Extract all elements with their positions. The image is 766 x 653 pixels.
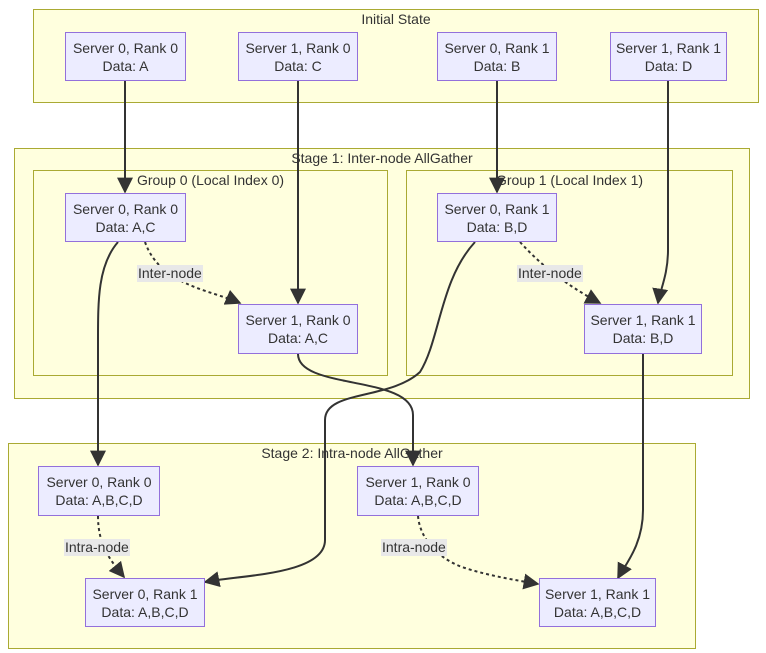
cluster-title: Stage 2: Intra-node AllGather	[261, 445, 443, 461]
node-initial-server1-rank0: Server 1, Rank 0 Data: C	[238, 32, 358, 81]
node-data: Data: B	[473, 57, 521, 74]
edge-g0-s0r0-to-f-s0r0	[90, 241, 119, 467]
cluster-title: Group 0 (Local Index 0)	[136, 172, 285, 188]
node-data: Data: C	[274, 57, 322, 74]
node-data: Data: A,B,C,D	[101, 603, 189, 620]
node-name: Server 1, Rank 0	[245, 312, 351, 328]
node-data: Data: B,D	[612, 330, 674, 346]
node-name: Server 0, Rank 0	[72, 200, 179, 217]
node-name: Server 1, Rank 1	[590, 312, 696, 328]
node-name: Server 1, Rank 1	[544, 585, 651, 602]
node-data: Data: A,B,C,D	[55, 492, 143, 508]
node-data: Data: A,C	[95, 218, 156, 235]
node-final-server0-rank0: Server 0, Rank 0 Data: A,B,C,D	[38, 466, 160, 516]
node-group1-server0-rank1: Server 0, Rank 1 Data: B,D	[437, 193, 557, 242]
node-final-server0-rank1: Server 0, Rank 1 Data: A,B,C,D	[85, 578, 205, 627]
node-name: Server 0, Rank 0	[72, 39, 179, 56]
edge-intra-node-server1	[417, 515, 540, 590]
node-initial-server1-rank1: Server 1, Rank 1 Data: D	[610, 32, 727, 81]
edge-label-intra-node: Intra-node	[64, 539, 130, 556]
edge-g1-s0r1-to-f-s0r1	[203, 241, 476, 588]
edge-label-intra-node: Intra-node	[381, 539, 447, 556]
edge-g1-s1r1-to-f-s1r1	[617, 354, 644, 580]
edge-init-s1r1-to-g1-s1r1	[652, 81, 669, 305]
edge-g0-s1r0-to-f-s1r0	[297, 353, 421, 467]
node-data: Data: A,B,C,D	[553, 603, 642, 620]
node-data: Data: A	[102, 57, 149, 74]
node-data: Data: A,C	[268, 330, 328, 346]
node-group0-server0-rank0: Server 0, Rank 0 Data: A,C	[65, 193, 186, 242]
node-group0-server1-rank0: Server 1, Rank 0 Data: A,C	[238, 304, 358, 354]
edge-inter-node-group0	[144, 241, 242, 305]
node-name: Server 0, Rank 0	[46, 474, 152, 490]
node-name: Server 0, Rank 1	[444, 39, 550, 56]
node-group1-server1-rank1: Server 1, Rank 1 Data: B,D	[584, 304, 702, 354]
node-name: Server 1, Rank 0	[245, 39, 351, 56]
node-data: Data: D	[644, 57, 693, 74]
node-name: Server 0, Rank 1	[92, 585, 198, 602]
edge-inter-node-group1	[519, 241, 602, 304]
edge-label-inter-node: Inter-node	[137, 265, 203, 282]
node-final-server1-rank1: Server 1, Rank 1 Data: A,B,C,D	[539, 578, 656, 627]
node-initial-server0-rank0: Server 0, Rank 0 Data: A	[65, 32, 186, 81]
cluster-title: Initial State	[361, 11, 431, 27]
node-name: Server 1, Rank 1	[615, 39, 722, 56]
node-data: Data: B,D	[466, 218, 528, 235]
edge-label-inter-node: Inter-node	[517, 265, 583, 282]
node-name: Server 0, Rank 1	[444, 200, 550, 217]
cluster-title: Stage 1: Inter-node AllGather	[291, 150, 473, 166]
node-final-server1-rank0: Server 1, Rank 0 Data: A,B,C,D	[357, 466, 479, 516]
node-name: Server 1, Rank 0	[365, 474, 471, 490]
node-data: Data: A,B,C,D	[374, 492, 462, 508]
node-initial-server0-rank1: Server 0, Rank 1 Data: B	[437, 32, 557, 81]
cluster-title: Group 1 (Local Index 1)	[495, 172, 644, 188]
